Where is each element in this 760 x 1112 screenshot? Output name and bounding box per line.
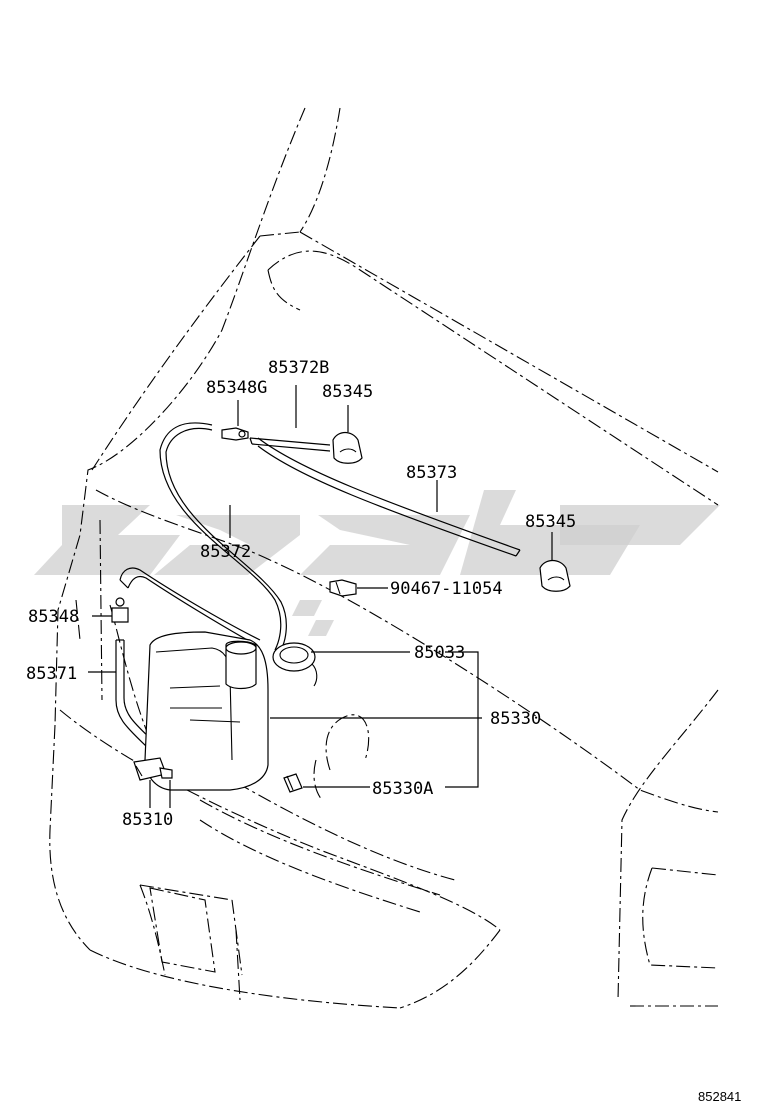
- washer-hoses: [115, 422, 521, 751]
- label-90467-11054: 90467-11054: [390, 579, 503, 599]
- label-85345-right: 85345: [525, 512, 576, 532]
- joint-85348: [111, 597, 129, 623]
- part-labels: 85372B 85348G 85345 85373 85345 85372 90…: [26, 358, 576, 830]
- strainer-85330a: [283, 773, 303, 793]
- washer-nozzle-top-85345: [332, 431, 363, 464]
- washer-tank-85330: [144, 631, 269, 791]
- label-85348g: 85348G: [206, 378, 267, 398]
- label-85372: 85372: [200, 542, 251, 562]
- label-85033: 85033: [414, 643, 465, 663]
- label-85371: 85371: [26, 664, 77, 684]
- label-85372b: 85372B: [268, 358, 329, 378]
- figure-code: 852841: [698, 1089, 741, 1104]
- watermark-logo: [34, 490, 720, 636]
- washer-parts: [111, 427, 571, 793]
- clip-90467-11054: [329, 579, 357, 597]
- label-85330a: 85330A: [372, 779, 433, 799]
- cap-85033: [272, 642, 318, 687]
- vehicle-body-outline: [49, 107, 719, 1009]
- label-85348: 85348: [28, 607, 79, 627]
- leader-lines: [88, 385, 553, 808]
- label-85310: 85310: [122, 810, 173, 830]
- label-85345-top: 85345: [322, 382, 373, 402]
- washer-motor-85310: [133, 757, 173, 781]
- joint-85348g: [221, 427, 249, 441]
- washer-nozzle-right-85345: [539, 559, 571, 592]
- label-85330: 85330: [490, 709, 541, 729]
- label-85373: 85373: [406, 463, 457, 483]
